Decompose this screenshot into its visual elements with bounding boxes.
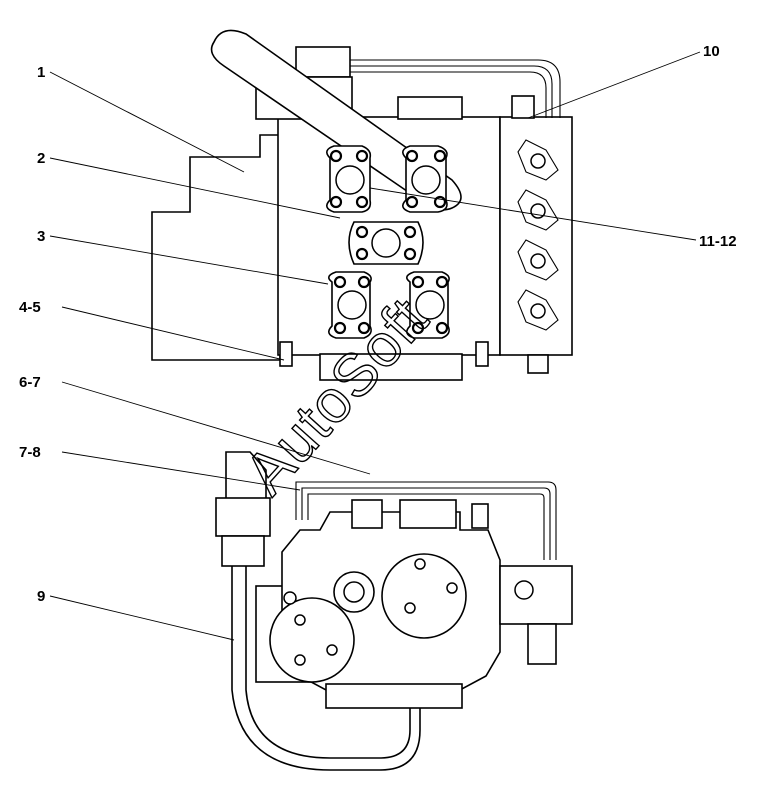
side-valve	[499, 565, 573, 625]
leader-3	[49, 235, 329, 285]
flange-top-right	[402, 145, 448, 213]
pump-top-block-right	[399, 499, 457, 529]
right-manifold	[499, 116, 573, 356]
upper-valve-assembly	[151, 29, 573, 381]
callout-7-8: 7-8	[19, 444, 41, 461]
leader-4-5	[61, 306, 285, 361]
manifold-ports	[517, 139, 559, 331]
mounting-bolt-left	[279, 341, 293, 367]
callout-9: 9	[37, 588, 45, 605]
hose-nut-upper	[215, 497, 271, 537]
pump-top-block-left	[351, 499, 383, 529]
manifold-bottom-fitting	[527, 354, 549, 374]
stepped-housing	[151, 134, 281, 361]
leader-10	[527, 51, 701, 119]
fitting-10	[511, 95, 535, 119]
flange-center	[348, 221, 424, 265]
flange-top-left	[326, 145, 372, 213]
callout-10: 10	[703, 43, 720, 60]
callout-11-12: 11-12	[699, 233, 737, 250]
leader-6-7	[61, 381, 371, 475]
callout-1: 1	[37, 64, 45, 81]
leader-9	[49, 595, 235, 641]
side-valve-cap	[527, 623, 557, 665]
hose-nut-lower	[221, 535, 265, 567]
bottom-lug	[319, 353, 463, 381]
callout-4-5: 4-5	[19, 299, 41, 316]
pump-top-fitting	[471, 503, 489, 529]
leader-2	[49, 157, 341, 219]
mounting-bolt-right	[475, 341, 489, 367]
gear-cover-right	[381, 553, 467, 639]
leader-11-12	[369, 187, 697, 241]
callout-labels: 1 2 3 4-5 6-7 7-8 9 10 11-12	[19, 43, 737, 605]
pump-bottom-caps	[325, 683, 463, 709]
pump-hydraulic-lines	[295, 481, 557, 560]
callout-2: 2	[37, 150, 45, 167]
upper-hydraulic-lines	[350, 59, 561, 118]
top-cap	[295, 46, 351, 78]
gear-cover-left	[269, 597, 355, 683]
callout-6-7: 6-7	[19, 374, 41, 391]
diagonal-pipe	[210, 29, 462, 211]
lower-pump-assembly	[215, 451, 573, 771]
flange-bottom-left	[328, 271, 372, 339]
leader-1	[49, 71, 245, 173]
leader-7-8	[61, 451, 301, 491]
callout-3: 3	[37, 228, 45, 245]
leader-lines	[49, 51, 701, 641]
flange-bottom-right	[406, 271, 450, 339]
top-box	[397, 96, 463, 120]
